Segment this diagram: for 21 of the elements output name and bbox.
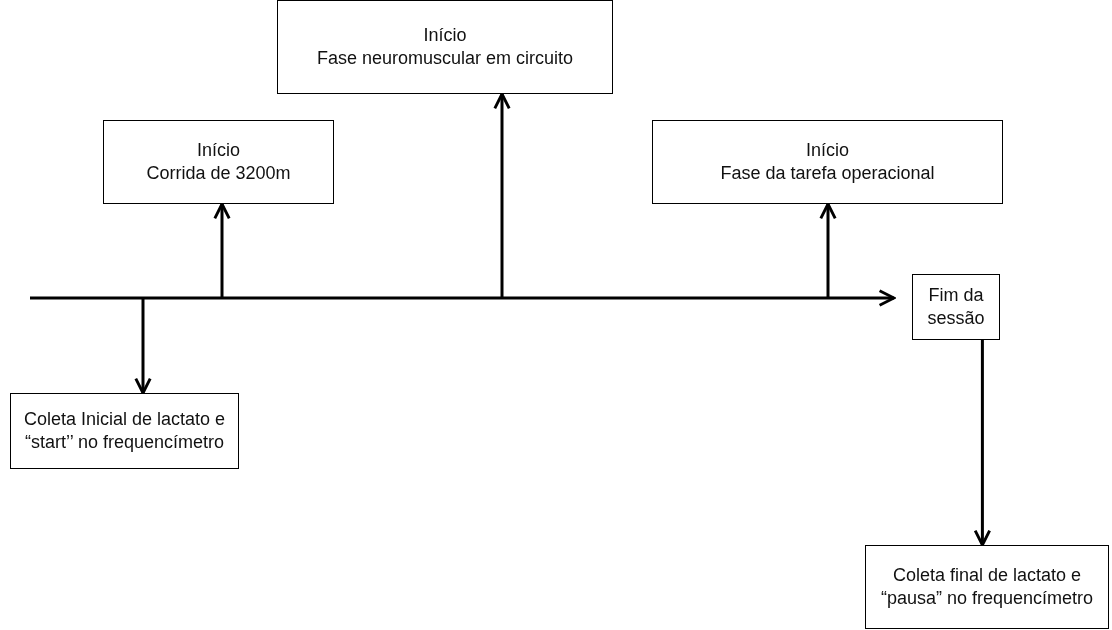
- text-box: [10, 393, 239, 469]
- text-box: [865, 545, 1109, 629]
- label-text: Coleta final de lactato e “pausa” no frequencímetro: [879, 564, 1095, 610]
- text-box: [277, 0, 613, 94]
- arrow: [493, 92, 511, 298]
- arrow: [819, 202, 837, 298]
- heading-text: Início: [805, 139, 850, 162]
- heading-text: Início: [422, 24, 468, 47]
- text-box: [652, 120, 1003, 204]
- text-box: [912, 274, 1000, 340]
- label-text: Coleta Inicial de lactato e “start’’ no frequencímetro: [22, 408, 227, 454]
- timeline-arrow: [30, 289, 896, 307]
- arrow: [973, 340, 992, 547]
- label-text: Corrida de 3200m: [145, 162, 292, 185]
- label-text: Fase neuromuscular em circuito: [315, 47, 575, 70]
- text-box: [103, 120, 334, 204]
- heading-text: Início: [196, 139, 241, 162]
- arrow: [213, 202, 231, 298]
- arrow: [134, 298, 152, 395]
- label-text: Fim da sessão: [926, 284, 986, 330]
- label-text: Fase da tarefa operacional: [719, 162, 936, 185]
